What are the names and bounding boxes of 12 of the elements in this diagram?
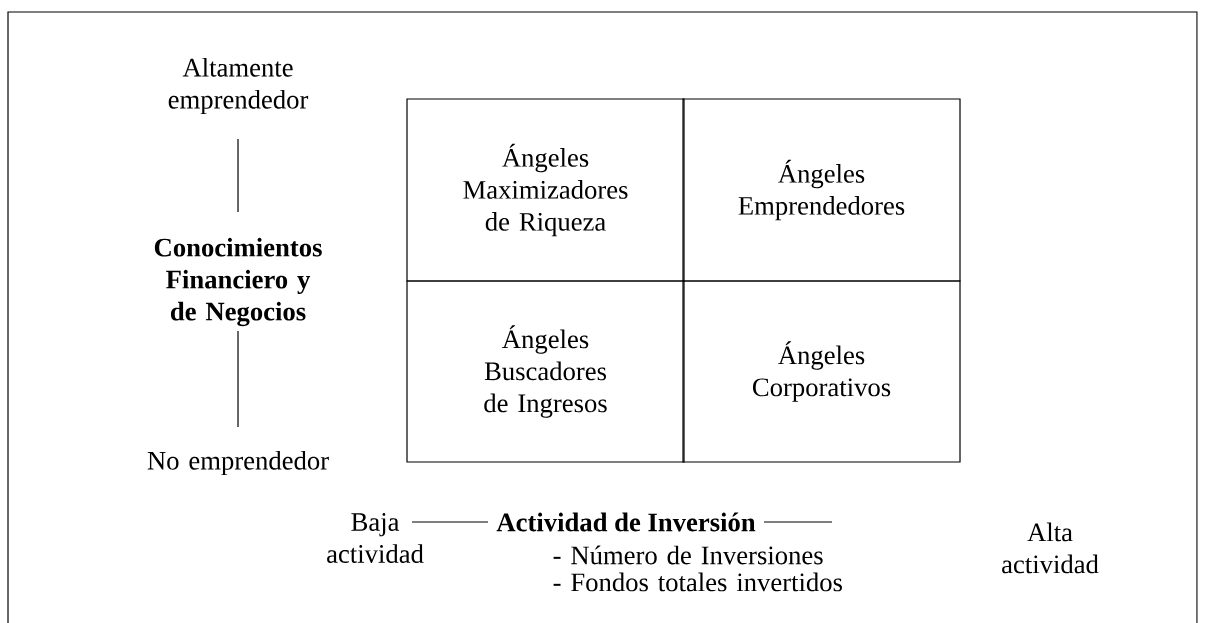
quadrant-box: Ángeles Emprendedores bbox=[682, 98, 961, 282]
axis-label: - Número de Inversiones bbox=[553, 545, 823, 565]
axis-label: Alta actividad bbox=[1002, 522, 1099, 574]
axis-label: No emprendedor bbox=[147, 450, 329, 476]
axis-label: Baja actividad bbox=[327, 513, 424, 563]
axis-label: Altamente emprendedor bbox=[168, 57, 309, 115]
axis-label: - Fondos totales invertidos bbox=[553, 572, 842, 592]
axis-title: Actividad de Inversión bbox=[496, 512, 756, 532]
axis-title: Conocimientos Financiero y de Negocios bbox=[154, 237, 322, 327]
quadrant-box: Ángeles Buscadores de Ingresos bbox=[406, 280, 685, 463]
quadrant-box: Ángeles Corporativos bbox=[682, 280, 961, 463]
quadrant-box: Ángeles Maximizadores de Riqueza bbox=[406, 98, 685, 282]
